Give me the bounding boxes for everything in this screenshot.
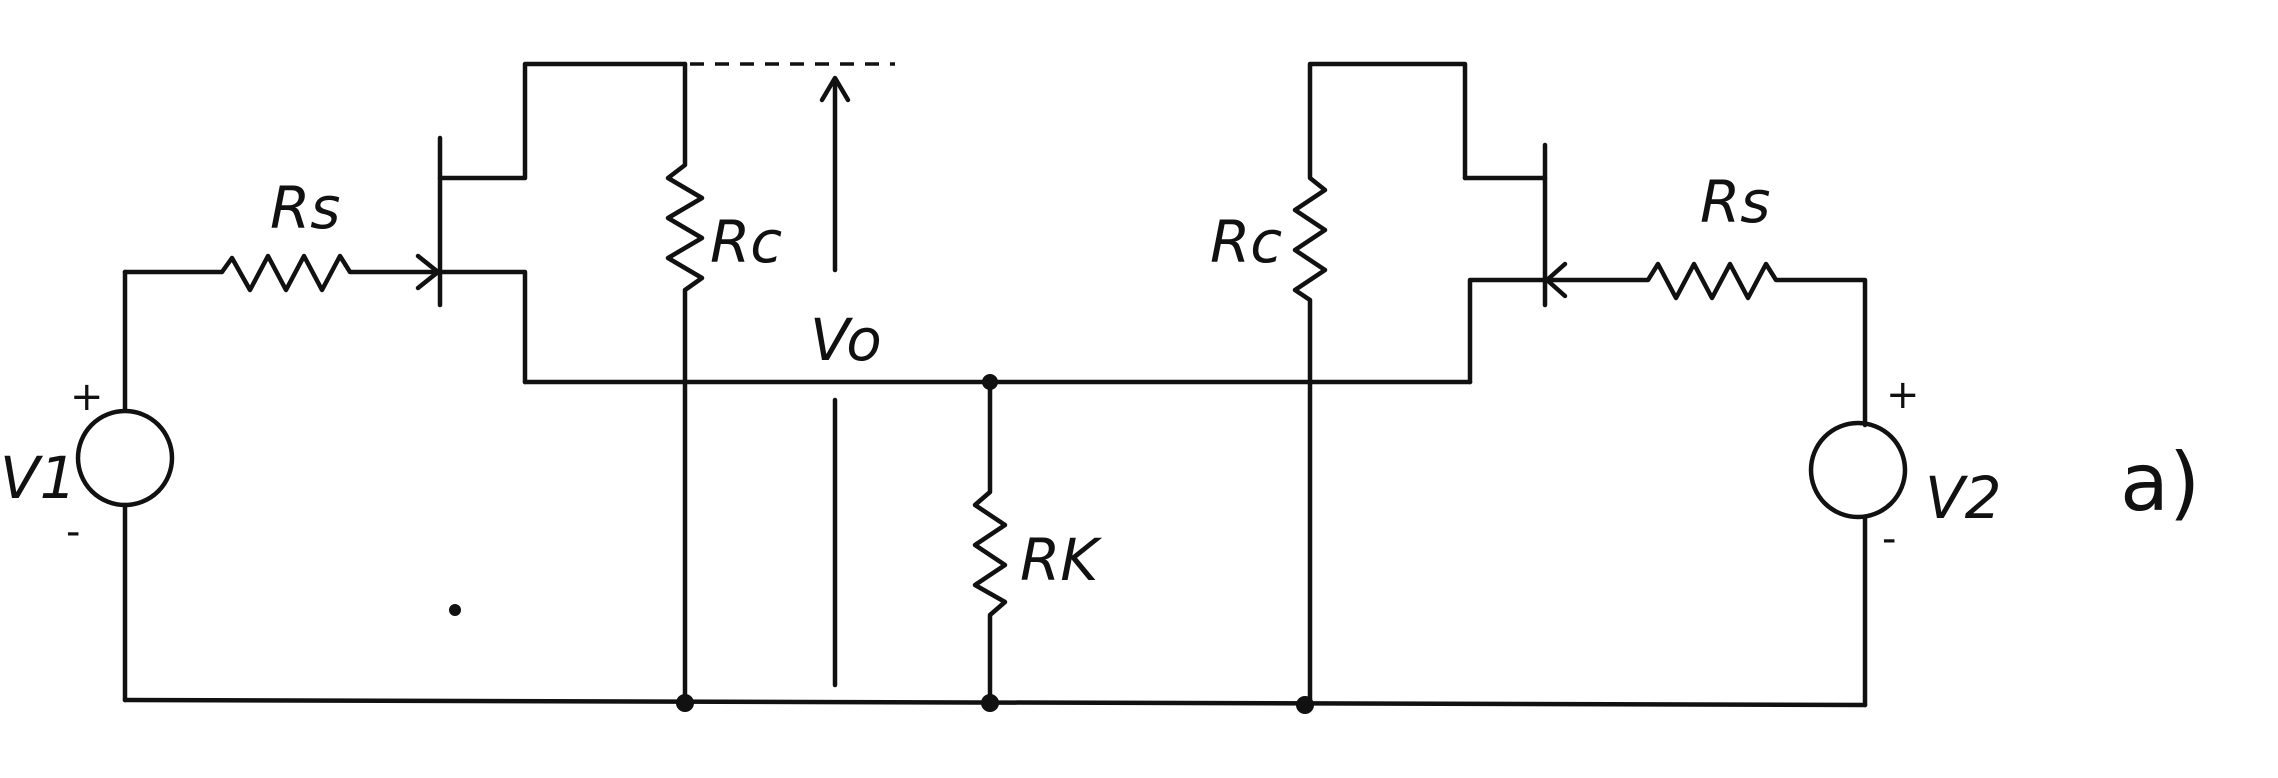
label-rs-left: Rs	[270, 174, 341, 242]
vo-arrow	[819, 75, 851, 688]
label-v2: V2	[1925, 464, 2002, 532]
jfet-right	[1462, 142, 1568, 385]
resistor-rs-left	[122, 253, 441, 293]
resistor-rs-right	[1544, 261, 1868, 428]
label-panel: a)	[2120, 436, 2200, 529]
right-source-branch	[1808, 420, 1908, 708]
label-rc-left: Rc	[710, 208, 782, 276]
sign-v2-minus: -	[1882, 516, 1896, 562]
jfet-left	[415, 61, 688, 385]
node-junction	[676, 694, 694, 712]
resistor-rk	[972, 379, 1008, 708]
voltage-source-v1	[75, 408, 175, 508]
node-junction	[981, 694, 999, 712]
label-rc-right: Rc	[1210, 208, 1282, 276]
label-rs-right: Rs	[1700, 168, 1771, 236]
node-junction	[982, 374, 998, 390]
resistor-rc-left	[665, 61, 705, 703]
node-junction	[449, 604, 461, 616]
node-junction	[1296, 696, 1314, 714]
voltage-source-v2	[1808, 420, 1908, 520]
sign-v1-minus: -	[66, 509, 80, 555]
sign-v2-plus: +	[1886, 372, 1920, 418]
label-v1: V1	[0, 444, 77, 512]
label-rk: RK	[1020, 526, 1102, 594]
resistor-rc-right	[1292, 61, 1468, 708]
label-vo: Vo	[810, 306, 882, 374]
sign-v1-plus: +	[70, 374, 104, 420]
left-source-branch	[75, 269, 175, 703]
